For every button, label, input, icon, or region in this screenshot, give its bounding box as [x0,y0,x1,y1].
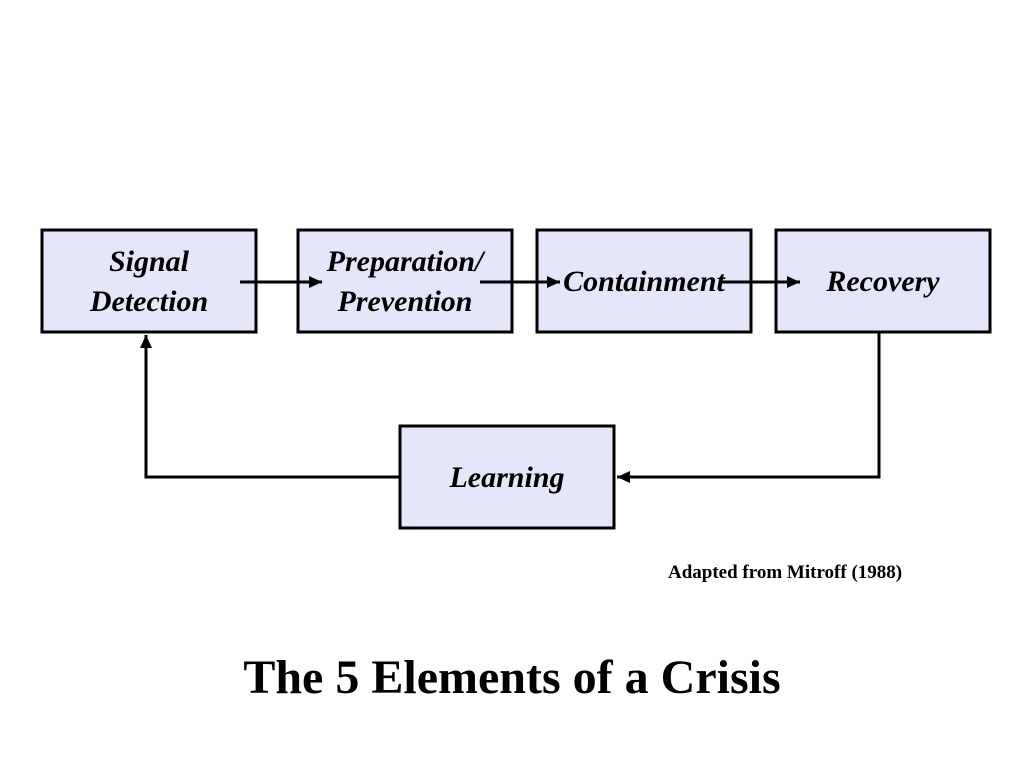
connector-learning-to-signal-detection [144,335,400,479]
node-label-signal-detection-0: Signal [109,245,190,278]
arrowhead-learning-to-signal-detection [140,335,152,348]
node-box-preparation-prevention [296,228,514,334]
node-label-signal-detection-1: Detection [89,285,208,318]
node-containment: Containment [535,228,753,334]
node-label-preparation-prevention-0: Preparation/ [326,245,486,278]
node-label-learning-0: Learning [448,461,564,494]
node-box-learning [398,424,616,530]
diagram-connectors [144,333,881,479]
node-label-containment-0: Containment [563,265,726,298]
node-learning: Learning [398,424,616,530]
arrowhead-signal-detection-to-preparation-prevention [309,276,322,288]
node-label-preparation-prevention-1: Prevention [337,285,473,318]
source-attribution: Adapted from Mitroff (1988) [668,562,903,583]
node-box-containment [535,228,753,334]
node-box-recovery [774,228,992,334]
node-recovery: Recovery [774,228,992,334]
arrowhead-preparation-prevention-to-containment [547,276,560,288]
node-label-recovery-0: Recovery [825,265,940,298]
slide-title: The 5 Elements of a Crisis [243,651,781,704]
node-preparation-prevention: Preparation/Prevention [296,228,514,334]
connector-recovery-to-learning [617,333,881,479]
node-box-signal-detection [40,228,258,334]
arrowhead-containment-to-recovery [787,276,800,288]
diagram-arrowheads [140,276,800,483]
arrowhead-recovery-to-learning [617,471,630,483]
